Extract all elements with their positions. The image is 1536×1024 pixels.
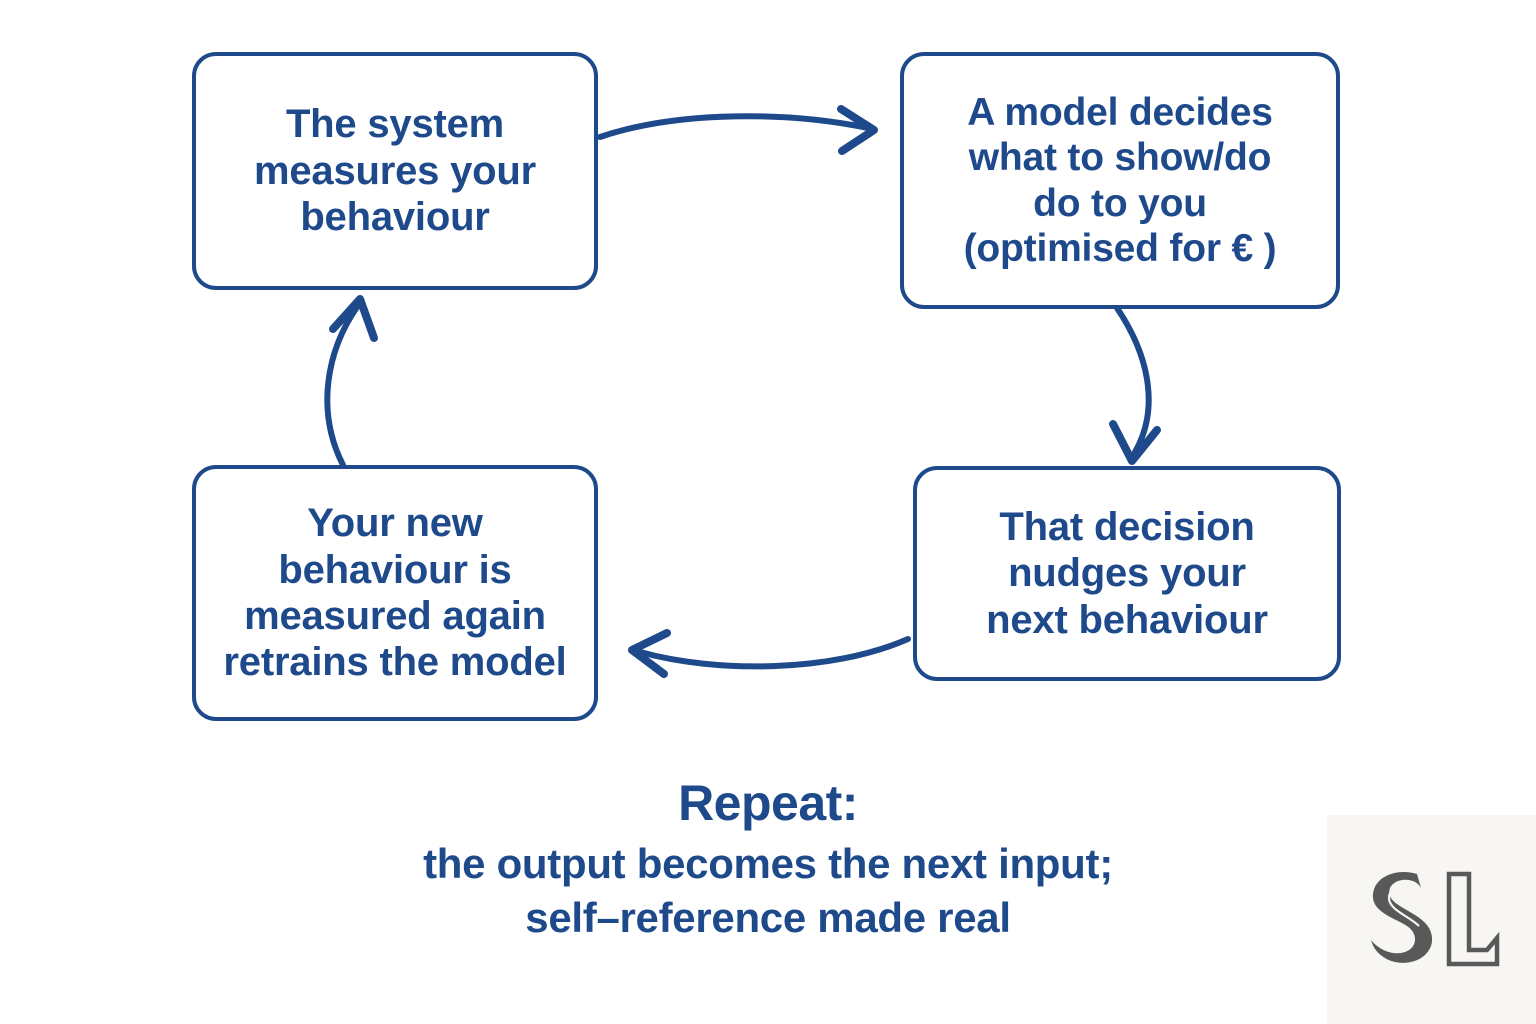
watermark-logo — [1327, 815, 1536, 1024]
flow-node-measure-label: The system measures your behaviour — [254, 102, 536, 240]
sl-monogram-icon — [1370, 871, 1499, 966]
flow-node-model-label: A model decides what to show/do do to yo… — [963, 91, 1277, 270]
arrow-retrain-to-measure — [324, 295, 378, 468]
flow-node-retrain[interactable]: Your new behaviour is measured again ret… — [192, 465, 598, 721]
flow-node-nudge-label: That decision nudges your next behaviour — [986, 504, 1268, 642]
arrow-measure-to-model — [597, 105, 878, 155]
caption-block: Repeat: the output becomes the next inpu… — [0, 778, 1536, 945]
flow-node-measure[interactable]: The system measures your behaviour — [192, 52, 598, 290]
flow-node-model[interactable]: A model decides what to show/do do to yo… — [900, 52, 1340, 309]
flow-node-nudge[interactable]: That decision nudges your next behaviour — [913, 466, 1341, 681]
flow-node-retrain-label: Your new behaviour is measured again ret… — [223, 501, 567, 685]
arrow-model-to-nudge — [1109, 305, 1161, 465]
caption-heading: Repeat: — [678, 775, 858, 831]
arrow-nudge-to-retrain — [628, 629, 911, 678]
caption-body: the output becomes the next input; self–… — [423, 840, 1113, 941]
